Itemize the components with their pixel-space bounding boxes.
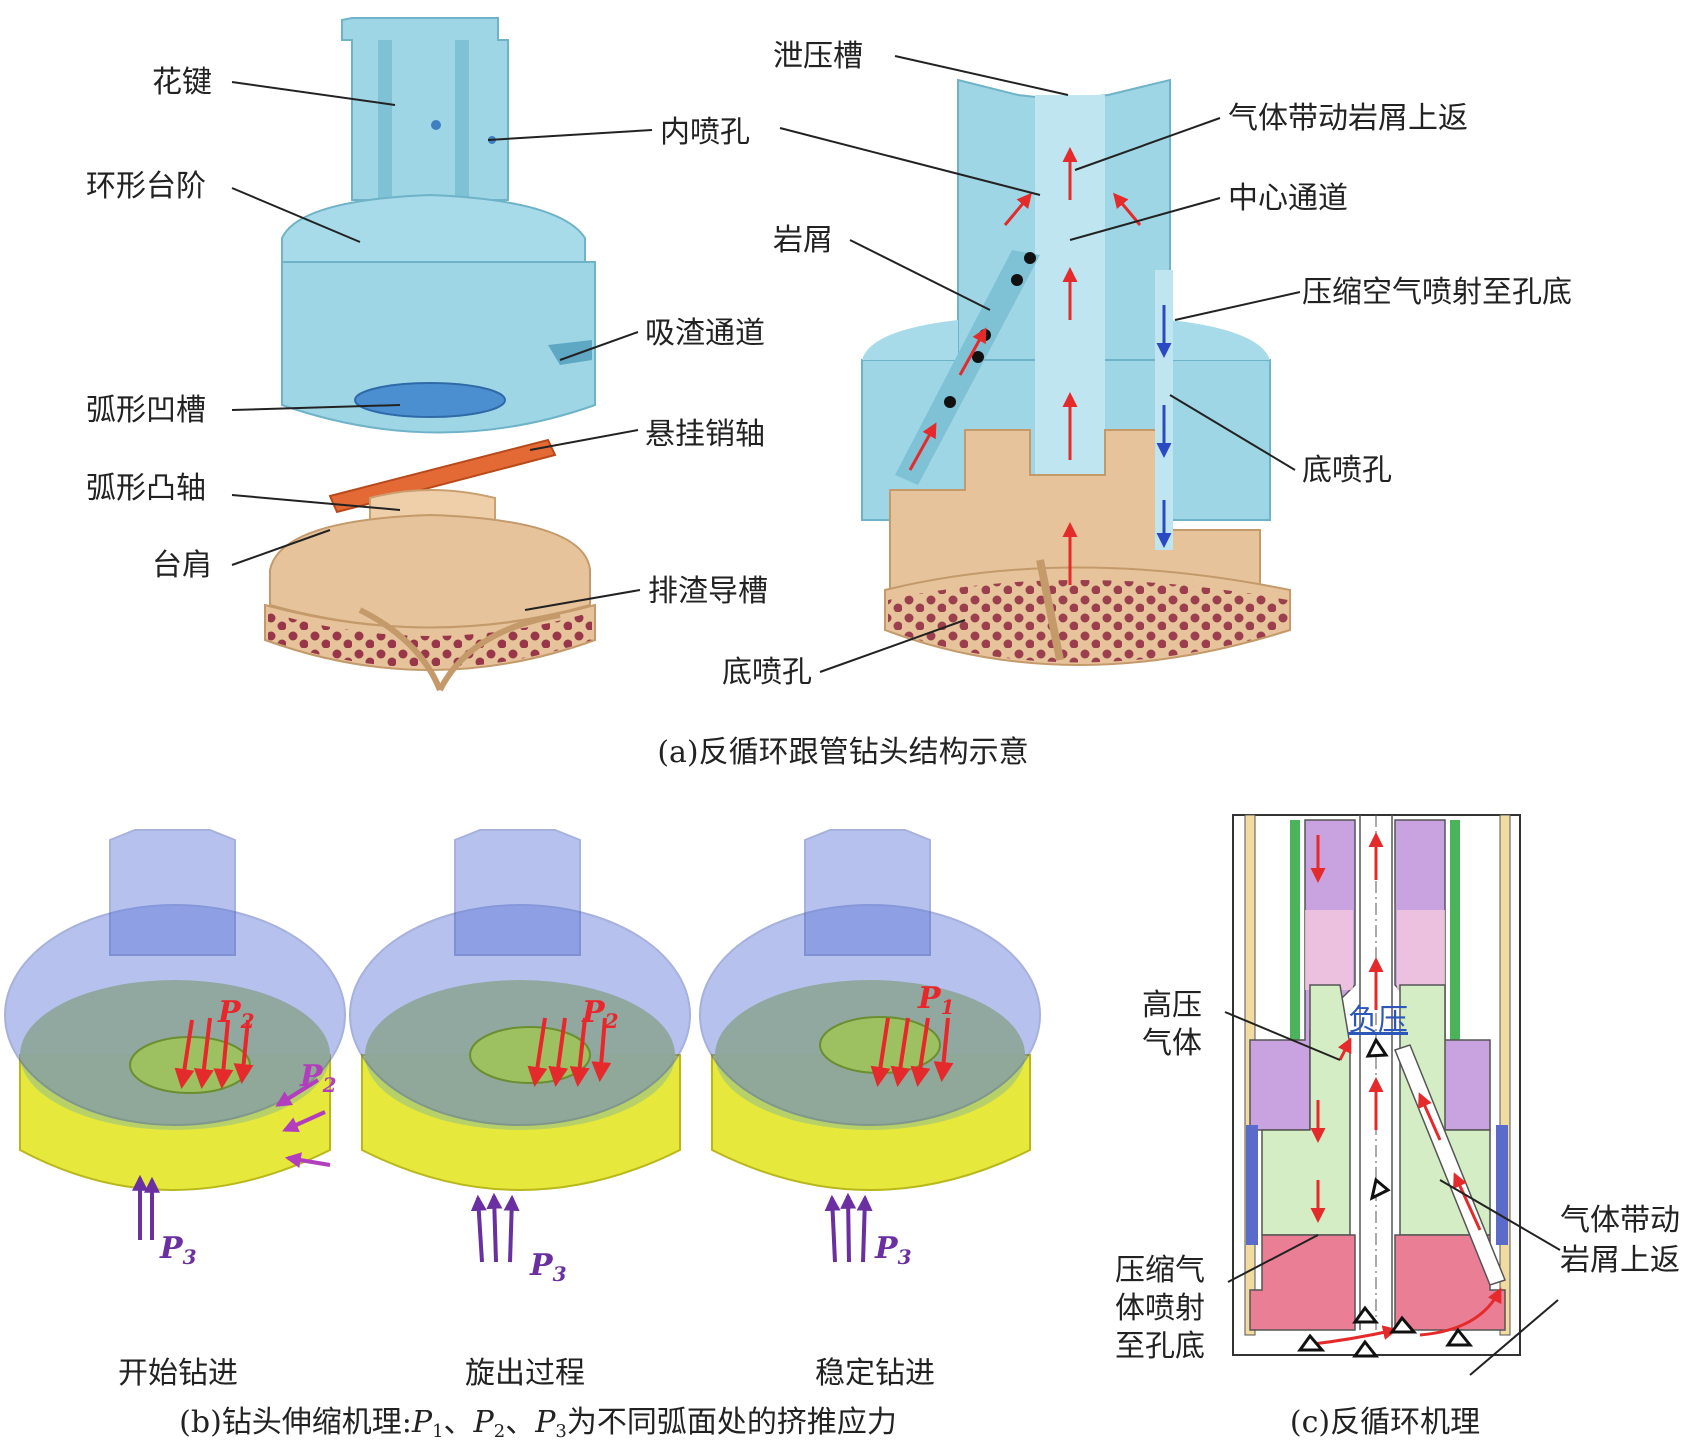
panel-b-p-labels: P2 P2 P3 P2 P3 P1 P3 — [159, 981, 954, 1286]
stage-3-bit — [699, 829, 1041, 1191]
p1-label-stage3: P1 — [917, 981, 954, 1019]
stage-1-bit — [4, 829, 346, 1191]
label-slag-guide-groove: 排渣导槽 — [648, 574, 768, 609]
p3-label-stage3: P3 — [874, 1231, 912, 1269]
label-negative-pressure: 负压 — [1348, 1003, 1408, 1038]
panel-b-drawing — [4, 829, 1041, 1263]
panel-c-leaders — [1224, 1011, 1561, 1376]
label-inner-nozzle-left: 内喷孔 — [660, 115, 750, 150]
label-compressed-air-jet: 压缩空气喷射至孔底 — [1302, 275, 1572, 310]
label-hanging-pin: 悬挂销轴 — [645, 417, 765, 452]
label-gas-lifts-1: 气体带动 — [1560, 1203, 1680, 1238]
label-compressed-gas-2: 体喷射 — [1115, 1291, 1205, 1326]
label-high-pressure-gas-2: 气体 — [1142, 1026, 1202, 1061]
label-compressed-gas-3: 至孔底 — [1115, 1329, 1205, 1364]
p3-label-stage2: P3 — [529, 1248, 567, 1286]
panel-a-labels: 花键 内喷孔 环形台阶 吸渣通道 弧形凹槽 悬挂销轴 弧形凸轴 台肩 排渣导槽 … — [86, 39, 1572, 770]
stage-label-start: 开始钻进 — [118, 1356, 238, 1391]
panel-a-left-drawing — [264, 17, 596, 692]
label-compressed-gas-1: 压缩气 — [1115, 1253, 1205, 1288]
label-gas-lifts-2: 岩屑上返 — [1560, 1243, 1680, 1278]
label-center-channel: 中心通道 — [1228, 181, 1348, 216]
label-gas-lifts-cuttings: 气体带动岩屑上返 — [1228, 101, 1468, 136]
p2-label-stage1: P2 — [217, 995, 255, 1033]
stage-2-bit — [349, 829, 691, 1191]
panel-c-labels: 高压 气体 负压 压缩气 体喷射 至孔底 气体带动 岩屑上返 (c)反循环机理 — [1115, 988, 1680, 1440]
stage-label-rotate-out: 旋出过程 — [465, 1356, 585, 1391]
label-bottom-nozzle-lower: 底喷孔 — [722, 655, 812, 690]
label-arc-convex-shaft: 弧形凸轴 — [86, 471, 206, 506]
p2-arrows — [174, 1017, 954, 1089]
panel-a-leaders — [231, 55, 1301, 673]
stage-label-stable: 稳定钻进 — [815, 1356, 935, 1391]
p3-label-stage1: P3 — [159, 1231, 197, 1269]
label-arc-groove: 弧形凹槽 — [86, 393, 206, 428]
label-high-pressure-gas-1: 高压 — [1142, 988, 1202, 1023]
caption-panel-a: (a)反循环跟管钻头结构示意 — [657, 735, 1028, 770]
label-bottom-nozzle: 底喷孔 — [1302, 453, 1392, 488]
p2-label-stage2: P2 — [581, 995, 619, 1033]
p3-arrows — [132, 1174, 873, 1263]
caption-panel-b: (b)钻头伸缩机理:P1、P2、P3为不同弧面处的挤推应力 — [179, 1405, 897, 1442]
p2-side-label-stage1: P2 — [299, 1059, 337, 1097]
label-slag-channel: 吸渣通道 — [645, 316, 765, 351]
panel-c-drawing — [1232, 814, 1521, 1358]
label-ring-step: 环形台阶 — [86, 169, 206, 204]
label-cuttings: 岩屑 — [773, 223, 833, 258]
caption-panel-c: (c)反循环机理 — [1290, 1405, 1480, 1440]
label-spline: 花键 — [152, 65, 212, 100]
panel-b-labels: 开始钻进 旋出过程 稳定钻进 (b)钻头伸缩机理:P1、P2、P3为不同弧面处的… — [118, 1356, 935, 1442]
label-shoulder: 台肩 — [152, 548, 212, 583]
panel-a-right-drawing — [861, 78, 1291, 666]
label-relief-groove: 泄压槽 — [773, 39, 863, 74]
p2-side-arrows — [275, 1078, 331, 1168]
